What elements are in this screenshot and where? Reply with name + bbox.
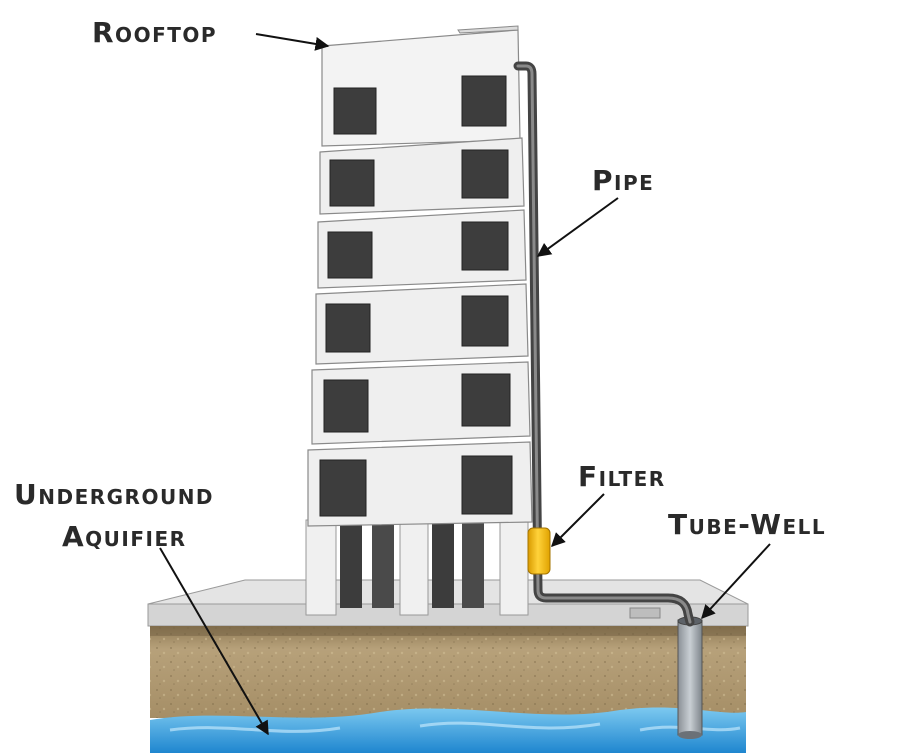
- building-columns: [305, 519, 529, 616]
- filter-unit: [527, 527, 551, 575]
- label-arrows: [159, 33, 771, 736]
- soil-layer: [150, 626, 746, 718]
- tube-well-arrow: [701, 543, 771, 620]
- rooftop-label: Rooftop: [92, 16, 217, 49]
- building: [307, 25, 533, 527]
- tube-well-label: Tube-Well: [668, 508, 826, 541]
- pipe-label: Pipe: [592, 164, 654, 197]
- aquifier-label-line2: Aquifier: [62, 520, 187, 553]
- rooftop-arrow: [255, 33, 330, 51]
- filter-arrow: [551, 493, 605, 547]
- pipe-arrow: [536, 197, 619, 257]
- tube-well: [677, 616, 703, 739]
- aquifier-label-line1: Underground: [14, 478, 214, 511]
- filter-label: Filter: [578, 460, 666, 493]
- drain-pipe: [513, 61, 695, 627]
- aquifier-arrow: [159, 547, 269, 736]
- labels: Rooftop Pipe Filter Tube-Well Undergroun…: [14, 16, 826, 553]
